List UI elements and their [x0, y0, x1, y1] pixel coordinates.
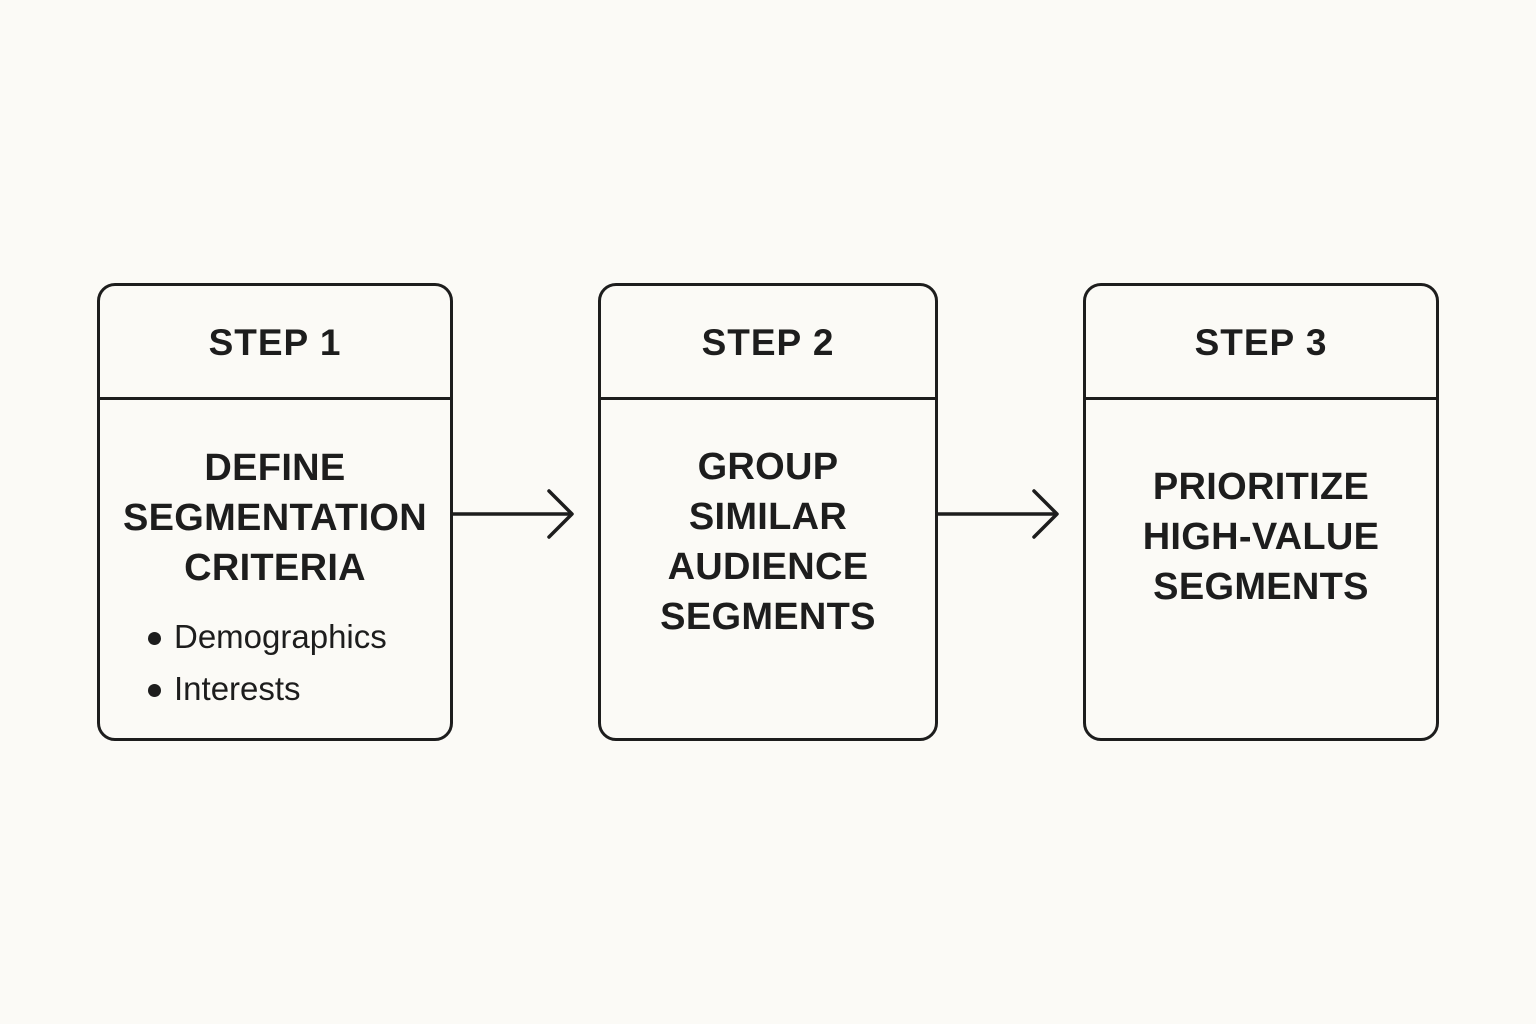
step-2-title-line: AUDIENCE [667, 546, 869, 588]
step-3-header: STEP 3 [1086, 286, 1436, 400]
criteria-list: Demographics Interests [100, 611, 450, 715]
step-1-title-line: CRITERIA [184, 547, 366, 589]
step-1-title: DEFINE SEGMENTATION CRITERIA [100, 443, 450, 593]
criteria-item-label: Demographics [174, 618, 387, 655]
criteria-item: Demographics [145, 611, 450, 663]
step-2-title: GROUP SIMILAR AUDIENCE SEGMENTS [601, 442, 935, 642]
step-2-body: GROUP SIMILAR AUDIENCE SEGMENTS [601, 400, 935, 642]
step-1-body: DEFINE SEGMENTATION CRITERIA Demographic… [100, 400, 450, 715]
bullet-icon [148, 632, 161, 645]
step-3-title: PRIORITIZE HIGH-VALUE SEGMENTS [1086, 462, 1436, 612]
step-1-title-line: SEGMENTATION [122, 497, 428, 539]
step-2-title-line: GROUP [697, 446, 839, 488]
step-3-title-line: HIGH-VALUE [1142, 516, 1380, 558]
step-1-title-line: DEFINE [204, 447, 346, 489]
criteria-item-label: Interests [174, 670, 301, 707]
criteria-item: Interests [145, 663, 450, 715]
arrow-right-icon [451, 489, 574, 539]
step-2-header: STEP 2 [601, 286, 935, 400]
step-3-body: PRIORITIZE HIGH-VALUE SEGMENTS [1086, 400, 1436, 612]
step-2-title-line: SEGMENTS [660, 596, 876, 638]
step-3-title-line: PRIORITIZE [1152, 466, 1370, 508]
step-1-header: STEP 1 [100, 286, 450, 400]
arrow-right-icon [936, 489, 1059, 539]
bullet-icon [148, 684, 161, 697]
step-3-title-line: SEGMENTS [1153, 566, 1369, 608]
step-3-box: STEP 3 PRIORITIZE HIGH-VALUE SEGMENTS [1083, 283, 1439, 741]
step-3-label: STEP 3 [1194, 322, 1328, 363]
step-2-title-line: SIMILAR [688, 496, 848, 538]
step-1-box: STEP 1 DEFINE SEGMENTATION CRITERIA Demo… [97, 283, 453, 741]
step-2-box: STEP 2 GROUP SIMILAR AUDIENCE SEGMENTS [598, 283, 938, 741]
step-1-label: STEP 1 [208, 322, 342, 363]
step-2-label: STEP 2 [701, 322, 835, 363]
